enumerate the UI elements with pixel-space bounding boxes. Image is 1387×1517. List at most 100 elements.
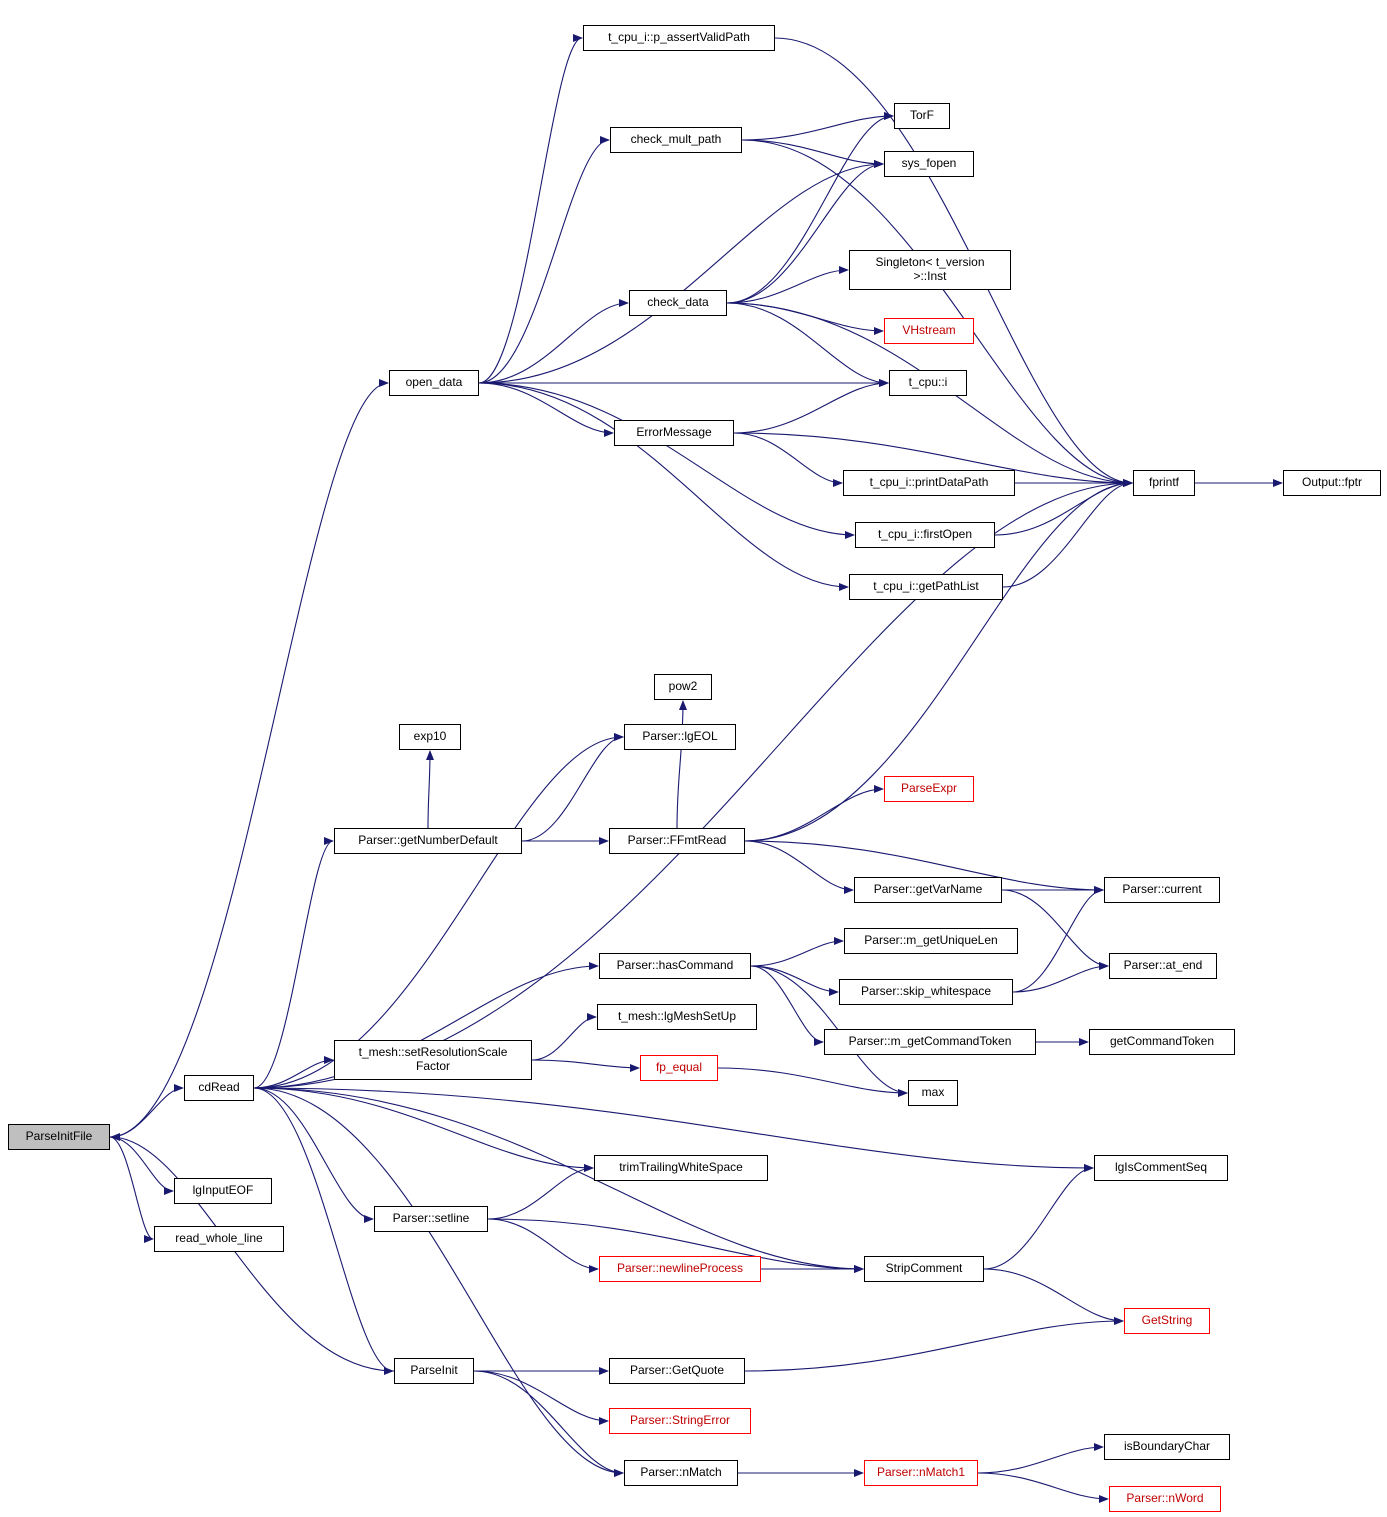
- node-parser-ffmtread[interactable]: Parser::FFmtRead: [609, 828, 745, 854]
- edge-parseInitFile-to-cdRead: [109, 1084, 184, 1138]
- node-t-cpu-i[interactable]: t_cpu::i: [889, 370, 967, 396]
- node-label: trimTrailingWhiteSpace: [619, 1160, 743, 1175]
- node-label: isBoundaryChar: [1123, 1439, 1211, 1454]
- node-label: Parser::hasCommand: [616, 958, 734, 973]
- node-stripcomment[interactable]: StripComment: [864, 1256, 984, 1282]
- node-read-whole-line[interactable]: read_whole_line: [154, 1226, 284, 1252]
- node-parser-at-end[interactable]: Parser::at_end: [1109, 953, 1217, 979]
- node-t-mesh-setresolutionscale-factor[interactable]: t_mesh::setResolutionScale Factor: [334, 1040, 532, 1080]
- node-parser-skip-whitespace[interactable]: Parser::skip_whitespace: [839, 979, 1013, 1005]
- node-trimtrailingwhitespace[interactable]: trimTrailingWhiteSpace: [594, 1155, 768, 1181]
- node-parser-current[interactable]: Parser::current: [1104, 877, 1220, 903]
- node-getcommandtoken[interactable]: getCommandToken: [1089, 1029, 1235, 1055]
- edge-check_data-to-singleton_inst: [726, 266, 849, 304]
- node-parser-hascommand[interactable]: Parser::hasCommand: [599, 953, 751, 979]
- node-t-mesh-lgmeshsetup[interactable]: t_mesh::lgMeshSetUp: [597, 1004, 757, 1030]
- node-parseinit[interactable]: ParseInit: [394, 1358, 474, 1384]
- node-parser-m-getcommandtoken[interactable]: Parser::m_getCommandToken: [824, 1029, 1036, 1055]
- node-getstring[interactable]: GetString: [1124, 1308, 1210, 1334]
- node-fp-equal[interactable]: fp_equal: [640, 1055, 718, 1081]
- node-t-cpu-i-printdatapath[interactable]: t_cpu_i::printDataPath: [843, 470, 1015, 496]
- node-singleton-t-version-inst[interactable]: Singleton< t_version >::Inst: [849, 250, 1011, 290]
- node-label: VHstream: [902, 323, 956, 338]
- node-check-data[interactable]: check_data: [629, 290, 727, 316]
- edge-cdRead-to-getNumberDefault: [253, 837, 334, 1089]
- node-label: ParseInitFile: [25, 1129, 93, 1144]
- edge-open_data-to-check_data: [478, 299, 629, 384]
- node-parser-nword[interactable]: Parser::nWord: [1109, 1486, 1221, 1512]
- node-label: fprintf: [1148, 475, 1179, 490]
- node-parser-getvarname[interactable]: Parser::getVarName: [854, 877, 1002, 903]
- edge-setline-to-newlineProcess: [487, 1218, 599, 1273]
- node-label: Parser::StringError: [629, 1413, 731, 1428]
- edge-hasCommand-to-m_getCommandToken: [750, 965, 824, 1046]
- edge-open_data-to-ErrorMessage: [478, 382, 614, 437]
- node-parser-stringerror[interactable]: Parser::StringError: [609, 1408, 751, 1434]
- edge-FFmtRead-to-ParseExpr: [744, 785, 884, 842]
- node-vhstream[interactable]: VHstream: [884, 318, 974, 344]
- node-t-cpu-i-getpathlist[interactable]: t_cpu_i::getPathList: [849, 574, 1003, 600]
- node-label: t_cpu_i::p_assertValidPath: [608, 30, 750, 45]
- edge-ParseInit-to-nMatch: [473, 1370, 624, 1477]
- node-parser-getnumberdefault[interactable]: Parser::getNumberDefault: [334, 828, 522, 854]
- node-label: Parser::m_getCommandToken: [848, 1034, 1012, 1049]
- edge-check_data-to-TorF: [726, 112, 894, 304]
- node-label: Parser::lgEOL: [642, 729, 718, 744]
- node-fprintf[interactable]: fprintf: [1133, 470, 1195, 496]
- node-label: max: [921, 1085, 945, 1100]
- edge-open_data-to-firstOpen: [478, 382, 855, 539]
- node-parseinitfile[interactable]: ParseInitFile: [8, 1124, 110, 1150]
- edge-getVarName-to-at_end: [1001, 889, 1109, 970]
- node-errormessage[interactable]: ErrorMessage: [614, 420, 734, 446]
- node-cdread[interactable]: cdRead: [184, 1075, 254, 1101]
- node-label: pow2: [668, 679, 698, 694]
- node-parser-nmatch[interactable]: Parser::nMatch: [624, 1460, 738, 1486]
- node-open-data[interactable]: open_data: [389, 370, 479, 396]
- node-parser-m-getuniquelen[interactable]: Parser::m_getUniqueLen: [844, 928, 1018, 954]
- node-label: Parser::getNumberDefault: [358, 833, 498, 848]
- edge-ErrorMessage-to-fprintf: [733, 432, 1133, 487]
- node-parser-lgeol[interactable]: Parser::lgEOL: [624, 724, 736, 750]
- edge-FFmtRead-to-current: [744, 840, 1104, 894]
- node-output-fptr[interactable]: Output::fptr: [1283, 470, 1381, 496]
- node-label: Parser::GetQuote: [629, 1363, 725, 1378]
- node-label: ErrorMessage: [636, 425, 712, 440]
- node-sys-fopen[interactable]: sys_fopen: [884, 151, 974, 177]
- node-label: t_cpu::i: [908, 375, 948, 390]
- node-t-cpu-i-p-assertvalidpath[interactable]: t_cpu_i::p_assertValidPath: [583, 25, 775, 51]
- node-t-cpu-i-firstopen[interactable]: t_cpu_i::firstOpen: [855, 522, 995, 548]
- node-check-mult-path[interactable]: check_mult_path: [610, 127, 742, 153]
- node-isboundarychar[interactable]: isBoundaryChar: [1104, 1434, 1230, 1460]
- node-parseexpr[interactable]: ParseExpr: [884, 776, 974, 802]
- node-label: ParseExpr: [900, 781, 958, 796]
- node-label: GetString: [1141, 1313, 1193, 1328]
- edge-check_mult_path-to-TorF: [741, 112, 894, 141]
- node-lginputeof[interactable]: lgInputEOF: [174, 1178, 272, 1204]
- node-label: read_whole_line: [175, 1231, 263, 1246]
- edge-open_data-to-check_mult_path: [478, 136, 610, 384]
- node-exp10[interactable]: exp10: [399, 724, 461, 750]
- node-parser-getquote[interactable]: Parser::GetQuote: [609, 1358, 745, 1384]
- node-label: check_data: [647, 295, 709, 310]
- edge-cdRead-to-trimTrailingWhiteSpace: [253, 1087, 594, 1172]
- node-label: Parser::nMatch1: [876, 1465, 966, 1480]
- edge-setResolutionScaleFactor-to-fp_equal: [531, 1059, 640, 1072]
- node-label: Parser::nMatch: [640, 1465, 722, 1480]
- node-label: Parser::current: [1122, 882, 1202, 897]
- edge-getPathList-to-fprintf: [1002, 479, 1133, 588]
- edge-setline-to-StripComment: [487, 1218, 864, 1273]
- node-parser-setline[interactable]: Parser::setline: [374, 1206, 488, 1232]
- node-pow2[interactable]: pow2: [654, 674, 712, 700]
- node-label: Parser::getVarName: [873, 882, 983, 897]
- node-label: Output::fptr: [1301, 475, 1363, 490]
- edge-skip_whitespace-to-at_end: [1012, 962, 1109, 993]
- node-parser-newlineprocess[interactable]: Parser::newlineProcess: [599, 1256, 761, 1282]
- node-label: check_mult_path: [630, 132, 722, 147]
- node-label: getCommandToken: [1109, 1034, 1215, 1049]
- node-lgiscommentseq[interactable]: lgIsCommentSeq: [1094, 1155, 1228, 1181]
- node-torf[interactable]: TorF: [894, 103, 950, 129]
- node-parser-nmatch1[interactable]: Parser::nMatch1: [864, 1460, 978, 1486]
- node-max[interactable]: max: [908, 1080, 958, 1106]
